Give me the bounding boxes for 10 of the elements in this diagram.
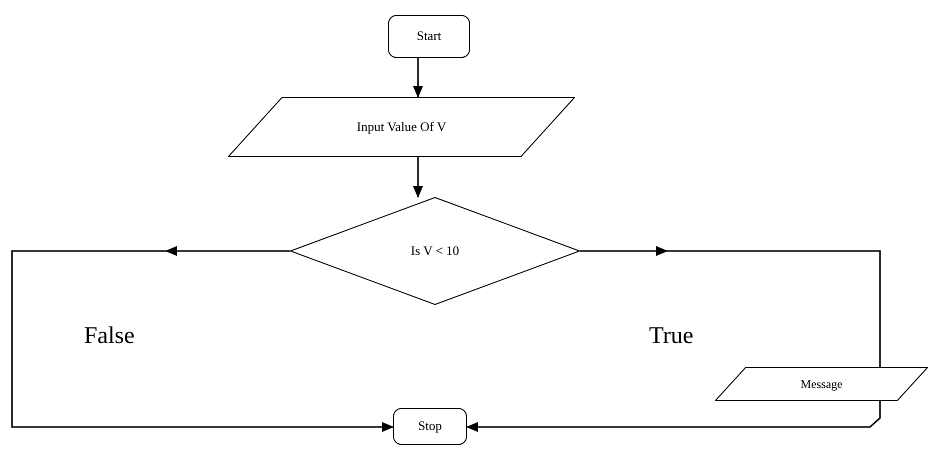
node-text: Start [416,28,442,45]
terminal-box [388,15,470,58]
decision-diamond [290,197,580,305]
input-parallelogram [228,97,575,157]
node-text: Is V < 10 [410,242,460,260]
output-parallelogram [715,367,928,401]
terminal-box [393,408,467,445]
node-text: Stop [418,418,442,435]
node-text: Input Value Of V [356,118,446,136]
node-text: Message [800,376,842,392]
